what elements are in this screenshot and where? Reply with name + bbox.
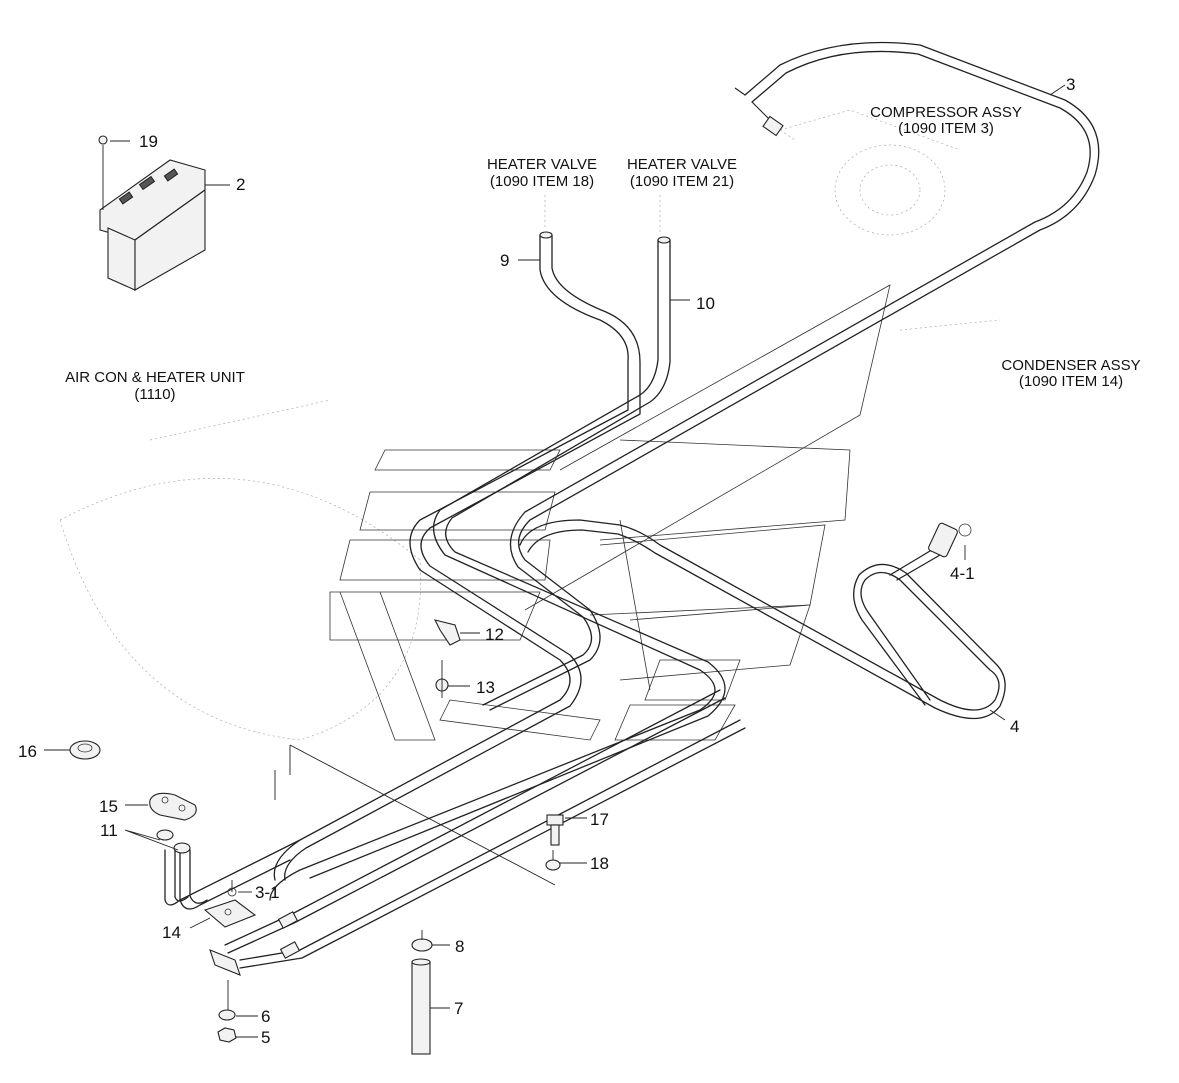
- callout-10: 10: [696, 294, 715, 313]
- callout-16: 16: [18, 742, 37, 761]
- condenser-label-line1: CONDENSER ASSY: [1001, 357, 1140, 374]
- callout-7: 7: [454, 999, 463, 1018]
- callout-18: 18: [590, 854, 609, 873]
- callout-3-1: 3-1: [255, 883, 280, 902]
- callout-4-1: 4-1: [950, 564, 975, 583]
- callout-15: 15: [99, 797, 118, 816]
- callout-17: 17: [590, 810, 609, 829]
- heater-valve-21-label-line1: HEATER VALVE: [627, 156, 737, 173]
- ghost-components: [59, 109, 1001, 741]
- leader-lines: [44, 84, 1066, 1038]
- compressor-label-line2: (1090 ITEM 3): [898, 120, 994, 137]
- control-panel: [98, 135, 206, 291]
- small-parts: [69, 619, 564, 1055]
- callout-12: 12: [485, 625, 504, 644]
- callout-5: 5: [261, 1028, 270, 1047]
- callout-14: 14: [162, 923, 181, 942]
- callout-3: 3: [1066, 75, 1075, 94]
- heater-valve-18-label-line1: HEATER VALVE: [487, 156, 597, 173]
- condenser-label-line2: (1090 ITEM 14): [1019, 373, 1123, 390]
- callout-numbers: 19 2 3 9 10 4-1 4 12 13 16 15 11 17 18 3…: [18, 75, 1075, 1047]
- callout-13: 13: [476, 678, 495, 697]
- callout-8: 8: [455, 937, 464, 956]
- floor-panels: [329, 284, 891, 741]
- callout-11: 11: [100, 821, 118, 840]
- lower-pipes: [164, 689, 746, 969]
- callout-6: 6: [261, 1007, 270, 1026]
- callout-19: 19: [139, 132, 158, 151]
- pipes-9-10: [269, 231, 726, 901]
- heater-valve-18-label-line2: (1090 ITEM 18): [490, 173, 594, 190]
- pipe-4: [519, 519, 1006, 720]
- aircon-unit-label-line2: (1110): [134, 386, 175, 403]
- heater-valve-21-label-line2: (1090 ITEM 21): [630, 173, 734, 190]
- compressor-label-line1: COMPRESSOR ASSY: [870, 104, 1022, 121]
- callout-9: 9: [500, 251, 509, 270]
- callout-2: 2: [236, 175, 245, 194]
- callout-4: 4: [1010, 717, 1019, 736]
- component-labels: COMPRESSOR ASSY (1090 ITEM 3) HEATER VAL…: [65, 104, 1140, 403]
- pipe-3: [482, 41, 1100, 711]
- aircon-unit-label-line1: AIR CON & HEATER UNIT: [65, 369, 245, 386]
